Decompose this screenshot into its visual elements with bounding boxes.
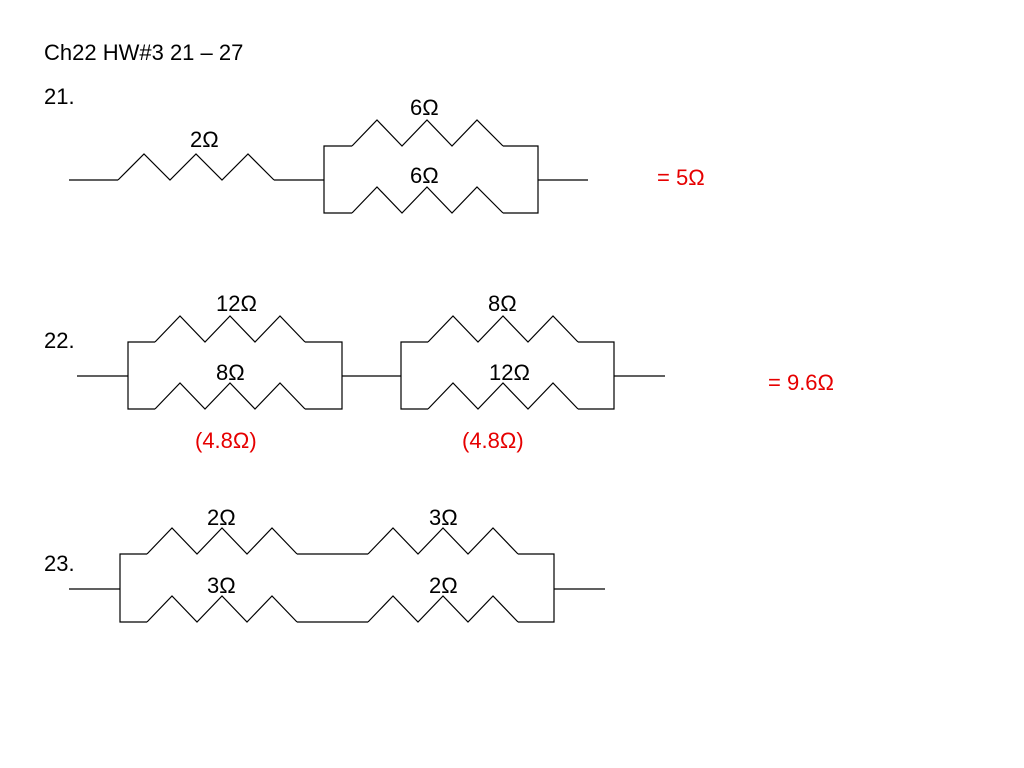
circuit-23 bbox=[69, 527, 605, 623]
p23-frame-left bbox=[119, 553, 147, 623]
p23-resistor-2ohm-bottom-right bbox=[367, 595, 519, 623]
p22-resistor-8ohm-left-bottom bbox=[154, 382, 306, 410]
p21-series-2ohm-label: 2Ω bbox=[190, 127, 219, 152]
p22-answer: = 9.6Ω bbox=[768, 370, 834, 395]
p23-bottom-left-3ohm-label: 3Ω bbox=[207, 573, 236, 598]
slide-title: Ch22 HW#3 21 – 27 bbox=[44, 40, 244, 65]
p23-top-right-3ohm-label: 3Ω bbox=[429, 505, 458, 530]
p21-answer: = 5Ω bbox=[657, 165, 705, 190]
p22-resistor-12ohm-left-top bbox=[154, 315, 306, 343]
p21-bottom-6ohm-label: 6Ω bbox=[410, 163, 439, 188]
p22-left-frame-left bbox=[127, 341, 155, 410]
circuit-22 bbox=[77, 315, 665, 410]
p22-left-bottom-8ohm-label: 8Ω bbox=[216, 360, 245, 385]
problem-22-number: 22. bbox=[44, 328, 75, 353]
p22-right-frame-left bbox=[400, 341, 428, 410]
problem-23-number: 23. bbox=[44, 551, 75, 576]
p21-resistor-6ohm-top bbox=[351, 119, 504, 147]
p22-left-frame-right bbox=[305, 341, 343, 410]
p23-resistor-2ohm-top-left bbox=[146, 527, 298, 555]
p23-top-left-2ohm-label: 2Ω bbox=[207, 505, 236, 530]
circuit-21 bbox=[69, 119, 588, 214]
problem-21-number: 21. bbox=[44, 84, 75, 109]
p22-resistor-8ohm-right-top bbox=[427, 315, 579, 343]
p21-parallel-frame-right bbox=[503, 145, 539, 214]
p21-top-6ohm-label: 6Ω bbox=[410, 95, 439, 120]
p22-left-top-12ohm-label: 12Ω bbox=[216, 291, 257, 316]
p23-bottom-right-2ohm-label: 2Ω bbox=[429, 573, 458, 598]
p22-left-equivalent: (4.8Ω) bbox=[195, 428, 257, 453]
p21-parallel-frame-left bbox=[323, 145, 352, 214]
p22-resistor-12ohm-right-bottom bbox=[427, 382, 579, 410]
p23-resistor-3ohm-top-right bbox=[367, 527, 519, 555]
p21-resistor-2ohm bbox=[117, 153, 275, 181]
p23-resistor-3ohm-bottom-left bbox=[146, 595, 298, 623]
p22-right-top-8ohm-label: 8Ω bbox=[488, 291, 517, 316]
p22-right-frame-right bbox=[578, 341, 615, 410]
p22-right-equivalent: (4.8Ω) bbox=[462, 428, 524, 453]
p23-frame-right bbox=[518, 553, 555, 623]
p21-resistor-6ohm-bottom bbox=[351, 186, 504, 214]
p22-right-bottom-12ohm-label: 12Ω bbox=[489, 360, 530, 385]
